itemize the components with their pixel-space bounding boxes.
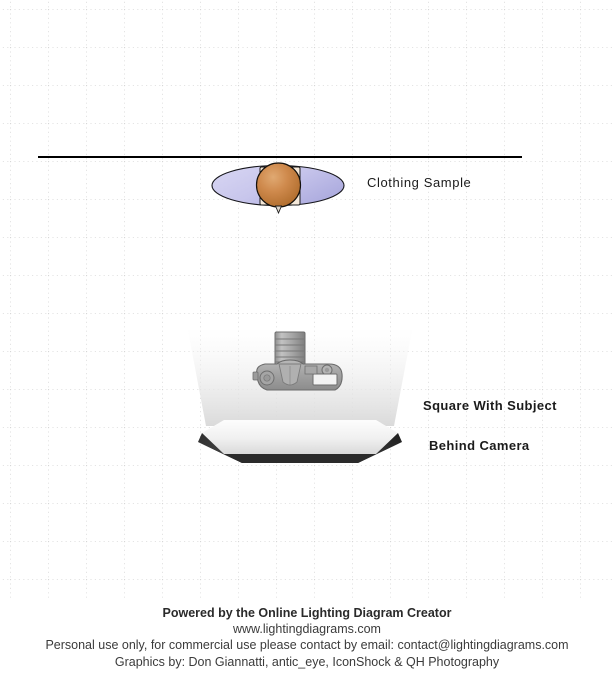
softbox-side-left <box>198 433 242 463</box>
subject-facing-marker <box>274 205 283 215</box>
footer-powered-by: Powered by the Online Lighting Diagram C… <box>162 606 452 620</box>
background-grid <box>0 0 614 600</box>
camera-strap-lug-left <box>252 371 259 381</box>
label-clothing-sample[interactable]: Clothing Sample <box>367 175 472 190</box>
footer-website[interactable]: www.lightingdiagrams.com <box>233 622 381 636</box>
camera-accessory-right <box>304 365 318 375</box>
backdrop-line <box>38 156 522 158</box>
camera-top-view[interactable] <box>243 330 355 402</box>
softbox-side-right <box>358 433 402 463</box>
subject-person[interactable] <box>205 160 355 220</box>
camera-lcd-panel <box>312 373 338 386</box>
subject-head <box>255 162 302 208</box>
footer-usage-notice: Personal use only, for commercial use pl… <box>45 638 569 652</box>
label-square-with-subject[interactable]: Square With Subject <box>423 398 557 413</box>
footer-graphics-credit: Graphics by: Don Giannatti, antic_eye, I… <box>114 655 500 669</box>
softbox-top-face <box>202 420 398 454</box>
footer-credits: Powered by the Online Lighting Diagram C… <box>0 600 614 671</box>
label-behind-camera[interactable]: Behind Camera <box>429 438 530 453</box>
softbox-base-shadow <box>198 442 402 463</box>
